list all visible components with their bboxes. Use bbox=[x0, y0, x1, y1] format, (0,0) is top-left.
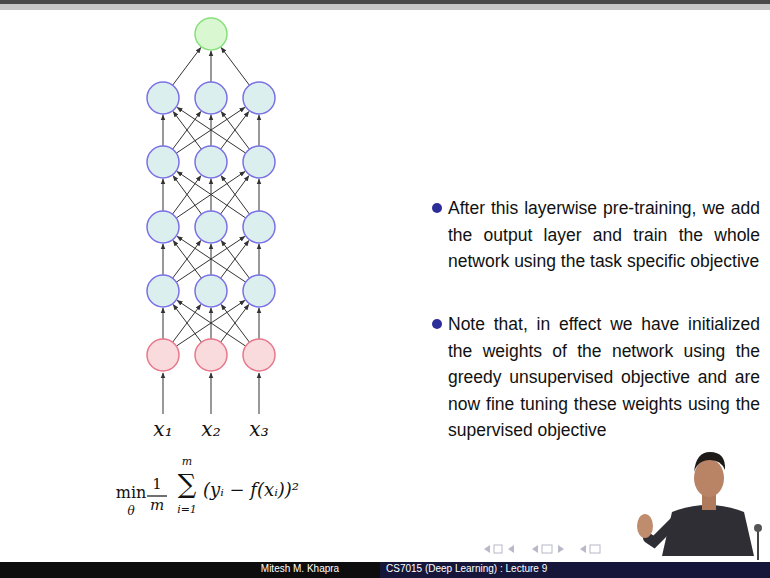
network-link bbox=[221, 112, 249, 150]
lecturer-head bbox=[694, 459, 724, 497]
input-label: x₂ bbox=[201, 418, 220, 441]
neuron bbox=[243, 82, 275, 114]
formula-sum-upper: m bbox=[182, 456, 192, 469]
nav-icon bbox=[542, 545, 552, 553]
nav-icon bbox=[484, 545, 490, 553]
input-label: x₃ bbox=[249, 418, 268, 441]
formula-body: (yᵢ − f(xᵢ))² bbox=[203, 480, 299, 501]
network-link bbox=[221, 112, 249, 150]
formula-sum: ∑ bbox=[178, 470, 197, 500]
nav-icon bbox=[580, 545, 586, 553]
network-link bbox=[221, 305, 249, 343]
network-link bbox=[173, 112, 201, 150]
network-link bbox=[259, 308, 260, 339]
neuron bbox=[147, 275, 179, 307]
neuron bbox=[195, 275, 227, 307]
lecturer-body bbox=[662, 505, 754, 556]
network-link bbox=[211, 51, 212, 82]
nav-icon bbox=[508, 545, 514, 553]
footer-bar bbox=[0, 562, 770, 578]
footer-author: Mitesh M. Khapra bbox=[261, 563, 339, 575]
nav-icon bbox=[558, 545, 564, 553]
network-link bbox=[173, 112, 201, 150]
lecturer-figure bbox=[637, 452, 762, 560]
footer-bar-right bbox=[380, 562, 770, 578]
neuron bbox=[147, 211, 179, 243]
network-link bbox=[221, 176, 249, 214]
input-arrow bbox=[211, 373, 212, 414]
network-illustration bbox=[147, 18, 275, 414]
neuron bbox=[195, 211, 227, 243]
network-link bbox=[173, 176, 201, 214]
network-link bbox=[259, 115, 260, 146]
neuron bbox=[195, 18, 227, 50]
bullet-dot bbox=[432, 203, 442, 213]
bullet-text: After this layerwise pre-training, we ad… bbox=[448, 195, 760, 275]
network-link bbox=[173, 305, 201, 343]
network-link bbox=[173, 241, 201, 279]
network-link bbox=[173, 48, 201, 86]
lecturer-hand bbox=[637, 514, 653, 538]
network-link bbox=[163, 308, 164, 339]
network-link bbox=[221, 48, 249, 86]
tripod-head bbox=[754, 524, 762, 532]
neuron bbox=[243, 146, 275, 178]
top-bar-shade bbox=[0, 4, 770, 10]
neuron bbox=[195, 82, 227, 114]
network-link bbox=[163, 244, 164, 275]
nav-icon bbox=[532, 545, 538, 553]
network-link bbox=[221, 241, 249, 279]
formula-sum-lower: i=1 bbox=[177, 504, 197, 517]
network-link bbox=[173, 176, 201, 214]
bullet-dots bbox=[432, 203, 442, 329]
network-link bbox=[259, 179, 260, 211]
network-link bbox=[259, 244, 260, 275]
network-link bbox=[221, 241, 249, 279]
footer-course: CS7015 (Deep Learning) : Lecture 9 bbox=[386, 563, 547, 575]
top-bar bbox=[0, 0, 770, 4]
neuron bbox=[243, 339, 275, 371]
neuron bbox=[147, 339, 179, 371]
formula-denominator: m bbox=[150, 497, 164, 514]
bullet-dot bbox=[432, 319, 442, 329]
neuron bbox=[243, 275, 275, 307]
nav-icon bbox=[590, 545, 600, 553]
neuron bbox=[243, 211, 275, 243]
input-arrow bbox=[259, 373, 260, 414]
network-link bbox=[221, 176, 249, 214]
neuron bbox=[147, 146, 179, 178]
network-link bbox=[173, 305, 201, 343]
formula-min: min bbox=[116, 484, 147, 502]
bullet-text: Note that, in effect we have initialized… bbox=[448, 311, 760, 444]
input-label: x₁ bbox=[153, 418, 172, 441]
neuron bbox=[147, 82, 179, 114]
neuron bbox=[195, 339, 227, 371]
formula-numerator: 1 bbox=[152, 476, 162, 493]
formula-subscript: θ bbox=[127, 505, 134, 519]
network-link bbox=[221, 305, 249, 343]
network-link bbox=[163, 179, 164, 211]
input-arrow bbox=[163, 373, 164, 414]
lecturer-hair bbox=[694, 452, 725, 472]
network-link bbox=[173, 241, 201, 279]
neuron bbox=[195, 146, 227, 178]
network-link bbox=[163, 115, 164, 146]
nav-icon bbox=[494, 545, 502, 553]
nav-icons bbox=[484, 545, 600, 553]
tripod bbox=[757, 530, 759, 560]
